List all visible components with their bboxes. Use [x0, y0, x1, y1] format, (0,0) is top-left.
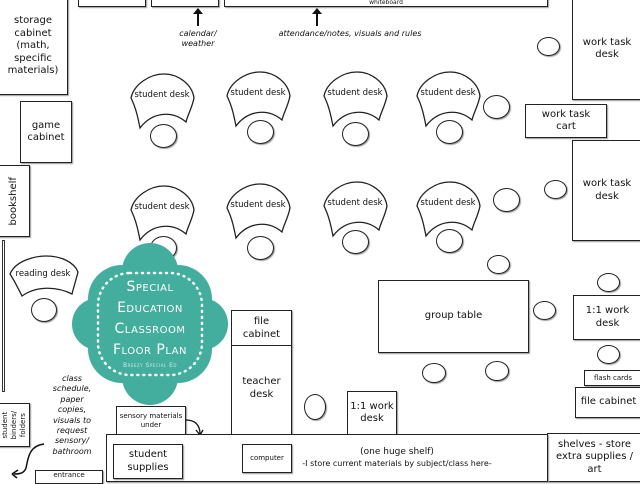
reading-desk: reading desk: [6, 250, 80, 302]
whiteboard-label: whiteboard: [369, 0, 403, 6]
arrow-up-icon: [193, 8, 203, 26]
chair: [487, 255, 510, 274]
storage-cabinet: storage cabinet (math, specific material…: [0, 0, 68, 95]
computer: computer: [242, 444, 292, 473]
credit-label: Breezy Special Ed: [122, 362, 177, 369]
title-line: Classroom: [114, 321, 186, 337]
student-supplies: student supplies: [113, 444, 183, 479]
title-badge: Special Education Classroom Floor Plan B…: [70, 243, 230, 405]
chair: [247, 236, 274, 260]
student-desk: student desk: [412, 68, 484, 128]
chair: [247, 120, 274, 144]
shelf-label: (one huge shelf): [360, 447, 434, 458]
work-task-cart: work task cart: [525, 104, 607, 138]
student-desk-label: student desk: [327, 88, 383, 98]
one-on-one-work-desk: 1:1 work desk: [573, 295, 640, 340]
wall-line: [2, 240, 5, 392]
shelf-description: -I store current materials by subject/cl…: [302, 458, 492, 468]
sensory-materials: sensory materials under: [116, 406, 186, 435]
chair: [483, 95, 510, 119]
game-cabinet: game cabinet: [20, 101, 72, 163]
title-line: Education: [117, 300, 183, 316]
student-desk: student desk: [222, 68, 294, 128]
calendar-note: calendar/ weather: [179, 29, 217, 49]
shelves-extra-supplies: shelves - store extra supplies / art: [547, 433, 640, 482]
chair: [493, 188, 520, 212]
student-desk: student desk: [126, 182, 198, 242]
chair: [304, 394, 326, 420]
student-desk: student desk: [126, 70, 198, 130]
whiteboard: whiteboard: [224, 0, 548, 7]
entrance[interactable]: entrance: [35, 470, 103, 484]
student-desk-label: student desk: [134, 202, 190, 212]
top-shelf-1: [78, 0, 146, 7]
binders-label: student binders/ folders: [0, 410, 27, 440]
student-desk-label: student desk: [230, 200, 286, 210]
file-cabinet-right: file cabinet: [575, 387, 640, 418]
chair: [544, 180, 567, 199]
bookshelf: bookshelf: [0, 165, 30, 237]
chair: [31, 298, 57, 322]
calendar-board: [151, 0, 219, 7]
title-line: Floor Plan: [113, 342, 187, 358]
chair: [150, 124, 177, 148]
student-desk-label: student desk: [230, 88, 286, 98]
chair: [436, 120, 463, 144]
curved-arrow-icon: [11, 443, 45, 479]
attendance-note: attendance/notes, visuals and rules: [278, 29, 422, 38]
student-desk-label: student desk: [420, 88, 476, 98]
student-desk: student desk: [412, 178, 484, 238]
reading-desk-label: reading desk: [15, 269, 71, 279]
chair: [485, 361, 509, 381]
work-task-desk: work task desk: [572, 140, 640, 241]
student-desk: student desk: [319, 178, 391, 238]
chair: [422, 363, 446, 383]
class-schedule-note: class schedule, paper copies, visuals to…: [52, 374, 92, 456]
student-desk-label: student desk: [420, 198, 476, 208]
file-cabinet: file cabinet: [231, 310, 292, 347]
one-on-one-work-desk-center: 1:1 work desk: [347, 391, 397, 435]
chair: [436, 229, 463, 253]
work-task-desk: work task desk: [572, 0, 640, 100]
chair: [342, 230, 369, 254]
badge-shape: [72, 243, 228, 405]
student-desk-label: student desk: [327, 198, 383, 208]
title-line: Special: [126, 279, 174, 295]
flash-cards: flash cards: [584, 370, 640, 386]
chair: [597, 345, 620, 364]
student-desk: student desk: [222, 180, 294, 240]
group-table: group table: [378, 280, 529, 353]
chair: [537, 37, 560, 56]
student-desk-label: student desk: [134, 90, 190, 100]
student-desk: student desk: [319, 68, 391, 128]
student-binders: student binders/ folders: [0, 403, 30, 447]
chair: [597, 273, 620, 292]
chair: [533, 301, 556, 320]
bookshelf-label: bookshelf: [7, 176, 19, 226]
teacher-desk: teacher desk: [231, 345, 292, 435]
arrow-up-icon: [312, 8, 322, 26]
chair: [342, 122, 369, 146]
